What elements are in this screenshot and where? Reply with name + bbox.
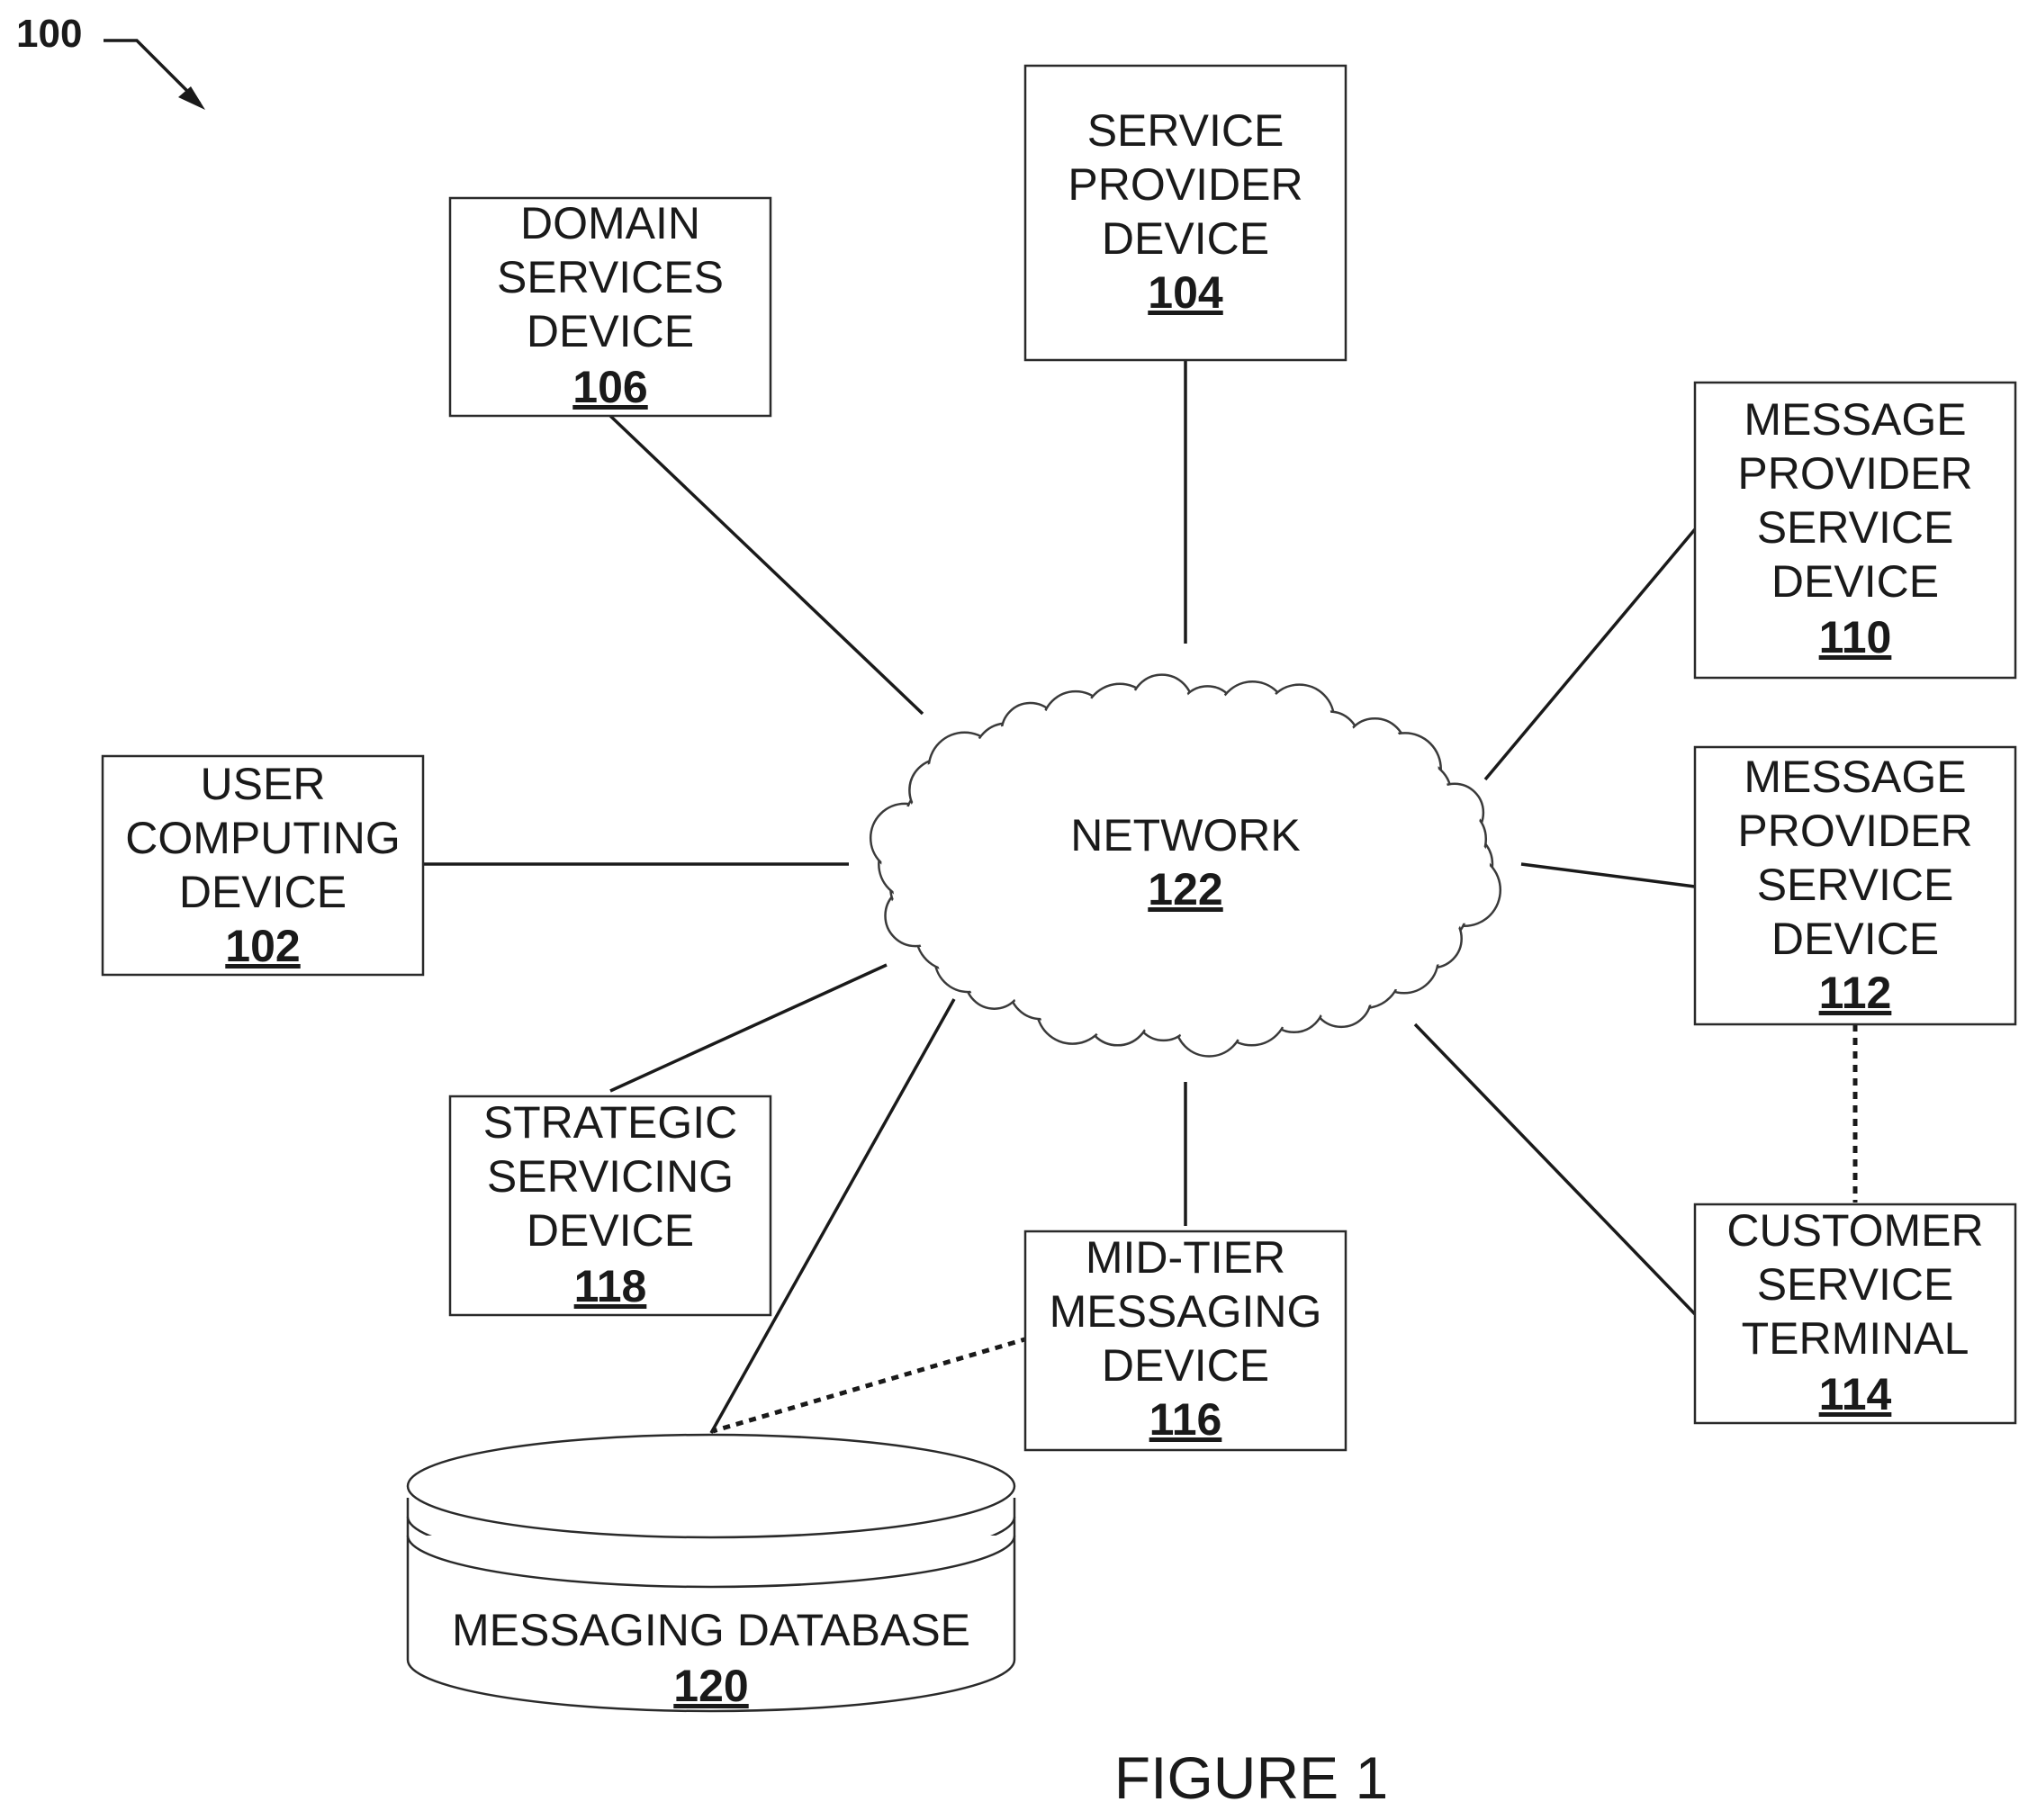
mid-tier-ref: 116 bbox=[1149, 1394, 1222, 1445]
service-provider-ref: 104 bbox=[1148, 267, 1223, 318]
mid-tier-line-3: DEVICE bbox=[1102, 1340, 1269, 1391]
link-database-mid-tier-dashed bbox=[713, 1338, 1028, 1431]
cloud-bump-fill bbox=[1134, 678, 1190, 734]
message-provider-110-line-4: DEVICE bbox=[1771, 556, 1939, 607]
network-ref: 122 bbox=[1148, 864, 1222, 915]
message-provider-112-line-2: PROVIDER bbox=[1737, 806, 1972, 856]
node-user-computing: USER COMPUTING DEVICE 102 bbox=[103, 756, 423, 975]
customer-service-line-2: SERVICE bbox=[1757, 1259, 1954, 1310]
messaging-database: MESSAGING DATABASE 120 bbox=[408, 1435, 1014, 1711]
node-service-provider: SERVICE PROVIDER DEVICE 104 bbox=[1025, 66, 1346, 360]
mid-tier-line-2: MESSAGING bbox=[1050, 1286, 1322, 1337]
link-domain-services bbox=[610, 416, 923, 714]
customer-service-line-1: CUSTOMER bbox=[1726, 1205, 1983, 1256]
node-message-provider-110: MESSAGE PROVIDER SERVICE DEVICE 110 bbox=[1695, 383, 2015, 678]
node-domain-services: DOMAIN SERVICES DEVICE 106 bbox=[450, 198, 771, 416]
node-customer-service: CUSTOMER SERVICE TERMINAL 114 bbox=[1695, 1204, 2015, 1423]
database-top bbox=[408, 1435, 1014, 1537]
node-mid-tier: MID-TIER MESSAGING DEVICE 116 bbox=[1025, 1231, 1346, 1450]
strategic-servicing-line-2: SERVICING bbox=[487, 1151, 734, 1202]
figure-ref-number: 100 bbox=[16, 12, 82, 56]
message-provider-112-ref: 112 bbox=[1819, 968, 1892, 1018]
user-computing-ref: 102 bbox=[225, 921, 300, 971]
cloud-bump-fill bbox=[1012, 958, 1070, 1016]
strategic-servicing-line-1: STRATEGIC bbox=[483, 1097, 737, 1148]
message-provider-112-line-3: SERVICE bbox=[1757, 860, 1954, 910]
message-provider-112-line-1: MESSAGE bbox=[1744, 752, 1966, 802]
cloud-bump-fill bbox=[1314, 970, 1368, 1024]
message-provider-110-line-1: MESSAGE bbox=[1744, 394, 1966, 445]
mid-tier-line-1: MID-TIER bbox=[1086, 1232, 1285, 1283]
user-computing-line-2: COMPUTING bbox=[125, 813, 401, 863]
message-provider-112-line-4: DEVICE bbox=[1771, 914, 1939, 964]
user-computing-line-3: DEVICE bbox=[179, 867, 347, 917]
database-label: MESSAGING DATABASE bbox=[452, 1605, 970, 1655]
domain-services-line-2: SERVICES bbox=[497, 252, 724, 302]
link-strategic-servicing bbox=[610, 965, 887, 1091]
service-provider-line-2: PROVIDER bbox=[1068, 159, 1302, 210]
link-message-provider-112 bbox=[1521, 864, 1695, 887]
service-provider-line-3: DEVICE bbox=[1102, 213, 1269, 264]
domain-services-ref: 106 bbox=[572, 362, 647, 412]
database-ref: 120 bbox=[673, 1661, 748, 1711]
customer-service-line-3: TERMINAL bbox=[1742, 1313, 1969, 1364]
node-message-provider-112: MESSAGE PROVIDER SERVICE DEVICE 112 bbox=[1695, 747, 2015, 1024]
cloud-bump-fill bbox=[1423, 809, 1483, 869]
strategic-servicing-ref: 118 bbox=[574, 1261, 647, 1311]
figure-reference: 100 bbox=[16, 12, 205, 110]
link-message-provider-110 bbox=[1485, 529, 1695, 779]
message-provider-110-ref: 110 bbox=[1819, 612, 1892, 662]
customer-service-ref: 114 bbox=[1819, 1369, 1892, 1419]
message-provider-110-line-3: SERVICE bbox=[1757, 502, 1954, 553]
figure-caption: FIGURE 1 bbox=[1114, 1744, 1388, 1811]
network-cloud: NETWORK 122 bbox=[870, 675, 1501, 1057]
node-strategic-servicing: STRATEGIC SERVICING DEVICE 118 bbox=[450, 1096, 771, 1315]
service-provider-line-1: SERVICE bbox=[1087, 105, 1284, 156]
domain-services-line-1: DOMAIN bbox=[520, 198, 700, 248]
message-provider-110-line-2: PROVIDER bbox=[1737, 448, 1972, 499]
figure-ref-arrowhead bbox=[178, 86, 205, 110]
domain-services-line-3: DEVICE bbox=[527, 306, 694, 356]
link-customer-service bbox=[1415, 1024, 1695, 1314]
strategic-servicing-line-3: DEVICE bbox=[527, 1205, 694, 1256]
user-computing-line-1: USER bbox=[201, 759, 326, 809]
network-label: NETWORK bbox=[1070, 810, 1301, 860]
